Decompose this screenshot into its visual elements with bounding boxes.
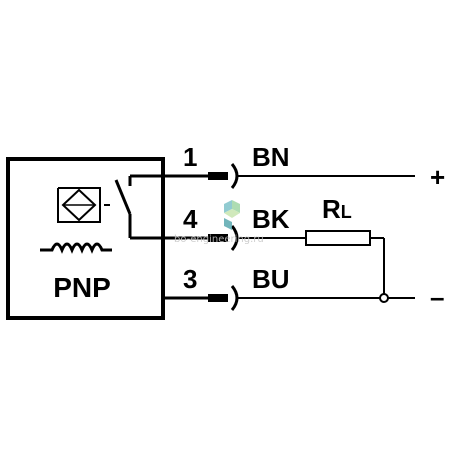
pin-number-3: 3: [183, 264, 197, 294]
watermark-text: bo-engineering.ru: [174, 234, 264, 245]
sensor-type-label: PNP: [53, 272, 111, 303]
load-resistor: [305, 230, 371, 246]
pin-number-4: 4: [183, 204, 198, 234]
terminal-1: [208, 163, 239, 189]
watermark-logo-icon: [224, 200, 240, 230]
wire-label-bk: BK: [252, 204, 290, 234]
proximity-symbol-icon: [57, 187, 110, 223]
wire-label-bu: BU: [252, 264, 290, 294]
watermark: bo-engineering.ru: [174, 200, 264, 245]
pin-number-1: 1: [183, 142, 197, 172]
terminal-4: [208, 225, 239, 251]
junction-node: [379, 293, 389, 303]
polarity-minus: –: [430, 282, 444, 312]
load-label: RL: [322, 194, 352, 224]
terminal-3: [208, 285, 239, 311]
polarity-plus: +: [430, 162, 445, 192]
coil-icon: [40, 242, 112, 254]
wire-label-bn: BN: [252, 142, 290, 172]
switch-icon: [114, 174, 208, 240]
